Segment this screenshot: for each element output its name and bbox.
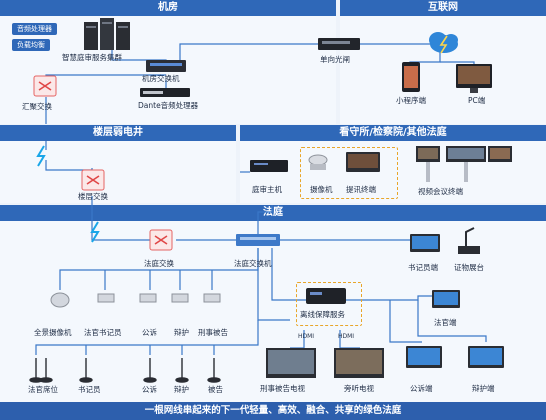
audio-processor-tag: 音频处理器 (12, 23, 57, 35)
network-links (35, 43, 487, 355)
camera-label-judge-clerk: 法官书记员 (84, 328, 122, 337)
link-floor-join (45, 160, 92, 171)
tv-defendant-label: 刑事被告电视 (260, 384, 305, 393)
gateway-icon (318, 38, 360, 50)
link-def (417, 300, 487, 342)
video-conf-label: 视频会议终端 (418, 187, 463, 196)
camera-label-panorama: 全景摄像机 (34, 328, 72, 337)
hdmi-label-1: HDMI (298, 333, 315, 340)
detention-title: 看守所/检察院/其他法庭 (240, 125, 546, 141)
link-gateway-cloud (360, 43, 441, 56)
microphone-icons (29, 358, 221, 383)
lightning-icon-court (90, 221, 100, 243)
floor-panel (0, 141, 236, 203)
court-host-icon (250, 160, 288, 172)
server-cluster-label: 智慧庭审服务集群 (62, 53, 122, 62)
offline-server-icon (306, 288, 346, 304)
floor-switch-label: 楼层交换 (78, 192, 108, 201)
pc-label: PC端 (468, 96, 486, 105)
server-cluster-icon (84, 18, 130, 50)
court-switch-b-label: 法庭交换机 (234, 259, 272, 268)
court-camera-icons (50, 292, 221, 308)
court-switch-a-label: 法庭交换 (144, 259, 174, 268)
camera-label-prosecution: 公诉 (142, 328, 157, 337)
detention-highlight-box (300, 147, 398, 199)
link-pros (389, 300, 422, 343)
court-switch-small-icon (149, 229, 173, 251)
camera-label-defendant: 刑事被告 (198, 328, 228, 337)
link-court-up (257, 205, 273, 236)
clerk-terminal-icon (410, 234, 440, 252)
judge-terminal-icon (432, 290, 460, 308)
mic-label-judge: 法官席位 (28, 385, 58, 394)
dante-processor-icon (140, 88, 190, 97)
hdmi-label-2: HDMI (338, 333, 355, 340)
video-conference-icon (416, 146, 512, 182)
floor-title: 楼层弱电井 (0, 125, 236, 141)
detention-camera-icon (308, 154, 328, 170)
dante-label: Dante音频处理器 (138, 101, 199, 110)
internet-title: 互联网 (340, 0, 546, 16)
link-cam-bus (59, 248, 259, 290)
mini-program-label: 小程序端 (396, 96, 426, 105)
evidence-label: 证物展台 (454, 263, 484, 272)
phone-icon (402, 62, 420, 92)
lightning-icon-floor (36, 145, 46, 167)
tv-audience-label: 旁听电视 (344, 384, 374, 393)
defense-terminal-icon (468, 346, 504, 368)
prompter-label: 提讯终端 (346, 185, 376, 194)
link-mic-bus (35, 320, 259, 355)
prosecutor-terminal-icon (406, 346, 442, 368)
court-title: 法庭 (0, 205, 546, 221)
cloud-icon (429, 32, 458, 54)
clerk-end-label: 书记员端 (408, 263, 438, 272)
mic-label-defense: 辩护 (174, 385, 189, 394)
mic-label-defendant: 被告 (208, 385, 223, 394)
court-switch-large-icon (236, 234, 280, 246)
agg-switch-icon (33, 75, 57, 97)
room-switch-icon (146, 60, 186, 72)
mic-label-prosecution: 公诉 (142, 385, 157, 394)
load-balance-tag: 负载均衡 (12, 39, 50, 51)
mic-label-clerk: 书记员 (78, 385, 101, 394)
pc-monitor-icon (456, 64, 492, 93)
offline-label: 离线保障服务 (300, 310, 345, 319)
gateway-label: 单向光闸 (320, 55, 350, 64)
floor-switch-icon (81, 169, 105, 191)
audience-tv-icon (334, 348, 384, 378)
offline-highlight-box (296, 282, 362, 326)
defense-end-label: 辩护端 (472, 384, 495, 393)
agg-switch-label: 汇聚交换 (22, 102, 52, 111)
machine-room-title: 机房 (0, 0, 336, 16)
link-floor-court (91, 212, 158, 241)
prosecutor-end-label: 公诉端 (410, 384, 433, 393)
footer-slogan: 一根网线串起来的下一代轻量、高效、融合、共享的绿色法庭 (0, 402, 546, 420)
room-switch-label: 机房交换机 (142, 74, 180, 83)
evidence-presenter-icon (458, 227, 480, 254)
prompter-icon (346, 152, 380, 172)
defendant-tv-icon (266, 348, 316, 378)
camera-label-defense: 辩护 (174, 328, 189, 337)
court-host-label: 庭审主机 (252, 185, 282, 194)
detention-camera-label: 摄像机 (310, 185, 333, 194)
link-switch-gateway (179, 43, 318, 60)
judge-end-label: 法官端 (434, 318, 457, 327)
